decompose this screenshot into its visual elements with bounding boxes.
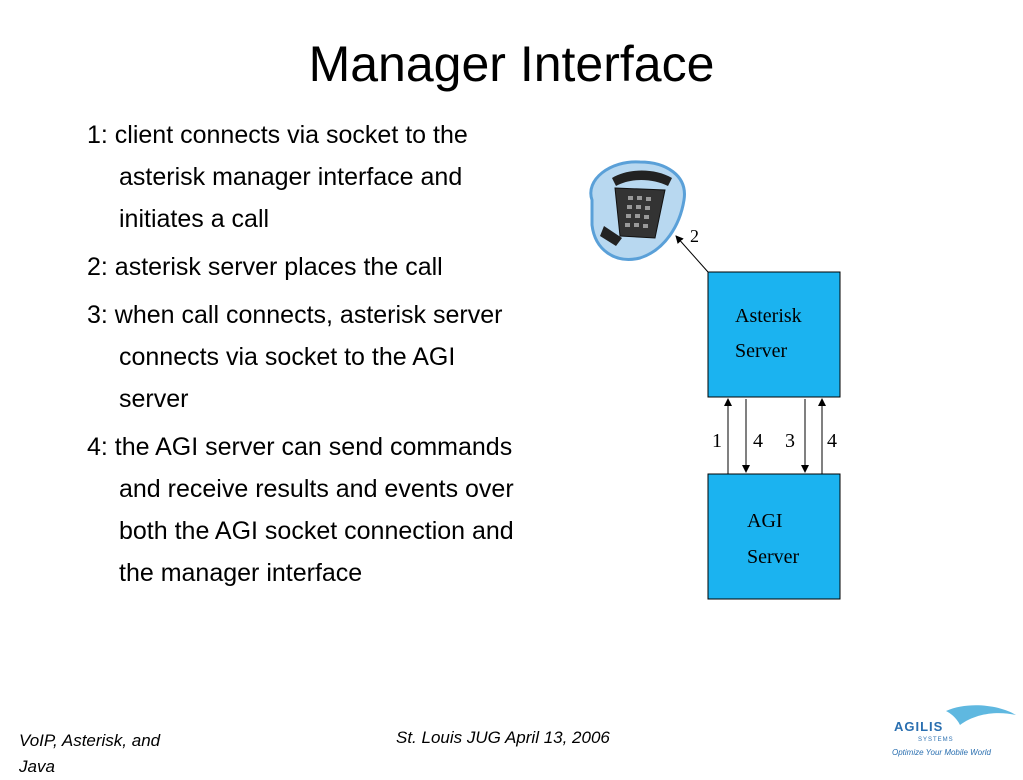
asterisk-box-line2: Server bbox=[735, 340, 788, 362]
agilis-logo: AGILIS SYSTEMS Optimize Your Mobile Worl… bbox=[892, 705, 1016, 757]
asterisk-server-box bbox=[707, 271, 841, 398]
bullet-item: 4: the AGI server can send commands and … bbox=[87, 433, 514, 587]
bullet-list: 1: client connects via socket to the ast… bbox=[87, 114, 527, 600]
logo-name: AGILIS bbox=[894, 719, 943, 734]
bullet-item: 1: client connects via socket to the ast… bbox=[87, 121, 468, 233]
arrow-to-phone bbox=[675, 235, 709, 273]
agi-server-box bbox=[707, 473, 841, 600]
bullet-item: 3: when call connects, asterisk server c… bbox=[87, 301, 503, 413]
arrow-label: 3 bbox=[785, 430, 795, 452]
arrow-label: 4 bbox=[827, 430, 837, 452]
asterisk-box-line1: Asterisk bbox=[735, 305, 802, 327]
logo-tagline: Optimize Your Mobile World bbox=[892, 748, 992, 757]
arrow-label: 4 bbox=[753, 430, 763, 452]
telephone-icon bbox=[589, 160, 686, 261]
logo-sub: SYSTEMS bbox=[918, 737, 954, 743]
bullet-item: 2: asterisk server places the call bbox=[87, 253, 443, 281]
slide-title: Manager Interface bbox=[308, 36, 715, 92]
arrow-label: 1 bbox=[712, 430, 722, 452]
agi-box-line1: AGI bbox=[747, 510, 783, 532]
footer-left: VoIP, Asterisk, and Java bbox=[19, 731, 161, 776]
arrow-label: 2 bbox=[690, 226, 699, 246]
agi-box-line2: Server bbox=[747, 546, 800, 568]
footer-center: St. Louis JUG April 13, 2006 bbox=[396, 728, 610, 747]
